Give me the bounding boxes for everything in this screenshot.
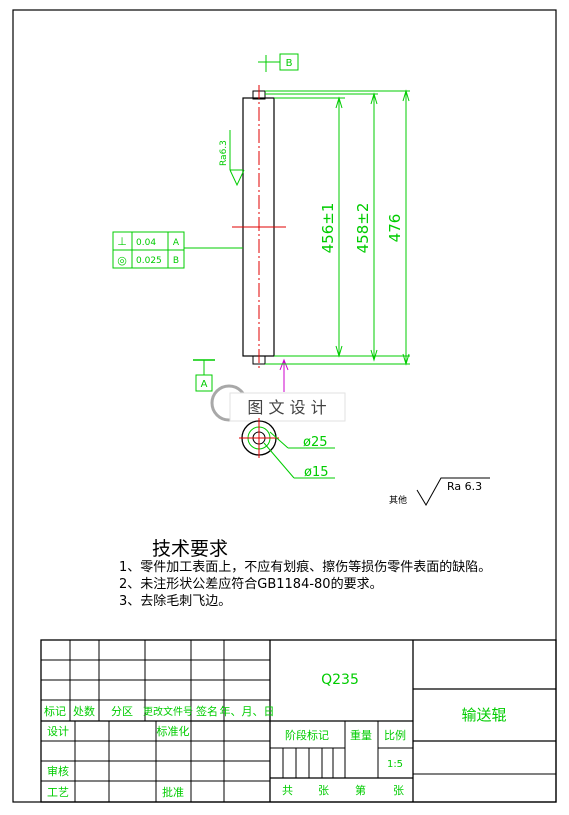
- notes-item-2: 2、未注形状公差应符合GB1184-80的要求。: [119, 576, 383, 592]
- watermark-text: 图 文 设 计: [247, 398, 326, 417]
- roughness-part-symbol: Ra6.3: [219, 130, 245, 187]
- other-ra: Ra 6.3: [447, 480, 482, 493]
- dim-456: 456±1: [319, 203, 337, 254]
- sheet-label: 张: [393, 784, 404, 797]
- sheets-label: 张: [318, 784, 329, 797]
- scale-value: 1:5: [387, 759, 403, 770]
- watermark: 图 文 设 计: [210, 384, 346, 422]
- roughness-part-label: Ra6.3: [219, 140, 229, 166]
- design-label: 设计: [47, 725, 69, 738]
- roller-shaft: [232, 85, 286, 370]
- standardize-label: 标准化: [157, 724, 190, 738]
- title-block: [40, 639, 557, 803]
- scale-label: 比例: [384, 728, 406, 742]
- dim-458: 458±2: [354, 203, 372, 254]
- dia-outer: ø25: [303, 435, 328, 450]
- gdt-perp-value: 0.04: [136, 238, 156, 248]
- dim-476: 476: [386, 214, 404, 243]
- rev-header-doc: 更改文件号: [143, 705, 193, 718]
- material: Q235: [321, 672, 359, 688]
- sheet-no-label: 第: [355, 783, 366, 797]
- rev-header-count: 处数: [73, 705, 95, 718]
- notes-item-3: 3、去除毛刺飞边。: [119, 594, 231, 609]
- notes-item-1: 1、零件加工表面上，不应有划痕、擦伤等损伤零件表面的缺陷。: [119, 559, 491, 575]
- total-label: 共: [282, 784, 293, 797]
- part-name: 输送辊: [461, 706, 506, 724]
- gdt-perp-symbol: ⊥: [117, 235, 127, 248]
- gdt-conc-value: 0.025: [136, 256, 162, 266]
- rev-header-sign: 签名: [196, 704, 218, 718]
- gdt-frames: ⊥ 0.04 A ◎ 0.025 B: [112, 231, 243, 269]
- review-label: 审核: [47, 764, 69, 778]
- datum-a-label: A: [201, 379, 208, 390]
- weight-label: 重量: [350, 728, 372, 742]
- other-roughness: 其他 Ra 6.3: [389, 477, 490, 506]
- gdt-conc-datum: B: [173, 256, 179, 266]
- rev-header-zone: 分区: [111, 705, 133, 718]
- rev-header-date: 年、月、日: [220, 704, 275, 718]
- end-view: [239, 418, 335, 479]
- datum-b-label: B: [286, 58, 293, 69]
- rev-header-mark: 标记: [44, 704, 66, 718]
- magenta-leader: [279, 358, 289, 392]
- approve-label: 批准: [162, 785, 184, 799]
- notes-title: 技术要求: [152, 538, 228, 560]
- gdt-conc-symbol: ◎: [117, 254, 127, 267]
- dia-inner: ø15: [304, 465, 329, 480]
- other-label: 其他: [389, 494, 407, 506]
- dimension-lines: [265, 89, 410, 366]
- title-block-text: Q235 输送辊 标记 处数 分区 更改文件号 签名 年、月、日 设计 标准化 …: [44, 672, 507, 799]
- process-label: 工艺: [47, 786, 69, 799]
- datum-b-flag: B: [258, 53, 299, 72]
- datum-a-flag: A: [193, 355, 410, 392]
- stage-mark-label: 阶段标记: [285, 728, 329, 742]
- gdt-perp-datum: A: [173, 238, 180, 248]
